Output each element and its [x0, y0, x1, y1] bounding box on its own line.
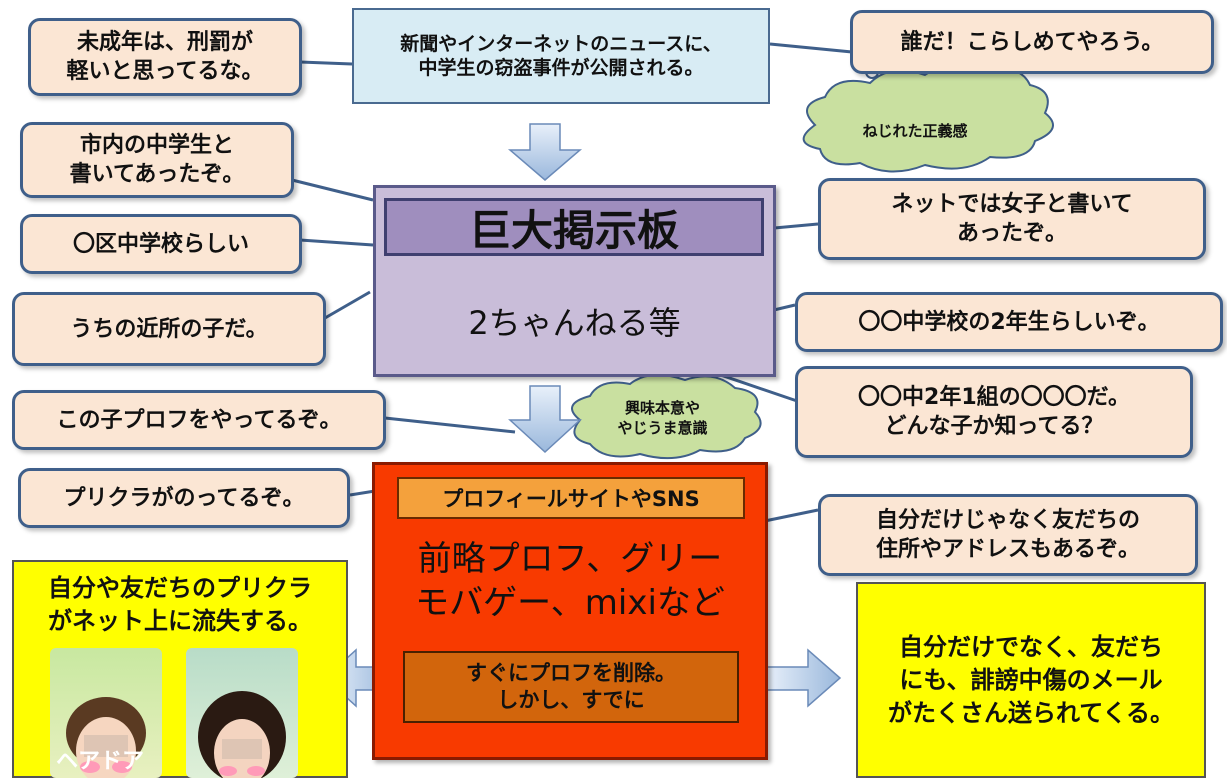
profile-site-examples-text: 前略プロフ、グリー モバゲー、mixiなど: [415, 539, 725, 623]
arrow-down-news-to-board: [507, 123, 583, 181]
big-board-title-text: 巨大掲示板: [468, 205, 679, 255]
bubble-text: 市内の中学生と 書いてあったぞ。: [69, 133, 245, 187]
tail-friends: [759, 508, 819, 524]
outcome-slander-mail: 自分だけでなく、友だち にも、誹謗中傷のメール がたくさん送られてくる。: [856, 582, 1206, 778]
big-board-title: 巨大掲示板: [384, 198, 764, 256]
big-board-subtitle-text: 2ちゃんねる等: [468, 304, 681, 342]
arrow-right-to-slander: [765, 648, 842, 708]
outcome-slander-mail-text: 自分だけでなく、友だち にも、誹謗中傷のメール がたくさん送られてくる。: [887, 632, 1175, 727]
bubble-city-junior-high: 市内の中学生と 書いてあったぞ。: [20, 122, 294, 198]
delete-profile-box: すぐにプロフを削除。 しかし、すでに: [403, 651, 739, 723]
tail-ward: [299, 238, 374, 247]
cloud-twisted-justice: [802, 63, 1054, 173]
bubble-purikura-posted: プリクラがのってるぞ。: [18, 468, 350, 528]
photo-caption: ヘアドア: [56, 749, 145, 774]
profile-site-title-text: プロフィールサイトやSNS: [442, 487, 700, 511]
profile-site-box: プロフィールサイトやSNS 前略プロフ、グリー モバゲー、mixiなど すぐにプ…: [372, 462, 768, 760]
bubble-text: 自分だけじゃなく友だちの 住所やアドレスもあるぞ。: [875, 508, 1140, 562]
bubble-profile-exists: この子プロフをやってるぞ。: [12, 390, 386, 450]
bubble-net-girl: ネットでは女子と書いて あったぞ。: [818, 178, 1206, 260]
outcome-purikura-leak: 自分や友だちのプリクラ がネット上に流失する。 ヘアドア: [12, 560, 348, 778]
profile-site-title: プロフィールサイトやSNS: [397, 477, 745, 519]
outcome-purikura-leak-text: 自分や友だちのプリクラ がネット上に流失する。: [48, 574, 312, 635]
delete-profile-text: すぐにプロフを削除。 しかし、すでに: [466, 661, 676, 712]
bubble-text: この子プロフをやってるぞ。: [56, 407, 342, 433]
purikura-photo-1: ヘアドア: [50, 648, 162, 778]
tail-minor: [299, 60, 353, 66]
bubble-minor-light-punishment: 未成年は、刑罰が 軽いと思ってるな。: [28, 18, 302, 96]
bubble-text: 〇〇中学校の2年生らしいぞ。: [858, 309, 1160, 335]
news-box: 新聞やインターネットのニュースに、 中学生の窃盗事件が公開される。: [352, 8, 770, 104]
purikura-photo-2: [186, 648, 298, 778]
bubble-second-year: 〇〇中学校の2年生らしいぞ。: [795, 292, 1223, 352]
bubble-friends-address: 自分だけじゃなく友だちの 住所やアドレスもあるぞ。: [818, 494, 1198, 576]
cloud-twisted-justice-text: ねじれた正義感: [862, 122, 968, 140]
cloud-curiosity-text: 興味本意や やじうま意識: [617, 399, 708, 437]
bubble-who-is-it: 誰だ！こらしめてやろう。: [850, 10, 1214, 74]
tail-profile: [384, 416, 516, 434]
bubble-text: 誰だ！こらしめてやろう。: [900, 29, 1164, 55]
tail-who: [769, 42, 853, 54]
bubble-class-name: 〇〇中2年1組の〇〇〇だ。 どんな子か知ってる？: [795, 366, 1193, 458]
arrow-down-board-to-profile: [508, 385, 582, 454]
bubble-text: 〇〇中2年1組の〇〇〇だ。 どんな子か知ってる？: [858, 385, 1130, 439]
bubble-text: うちの近所の子だ。: [70, 316, 268, 342]
bubble-ward-school: 〇区中学校らしい: [20, 214, 302, 274]
big-board-box: 巨大掲示板 2ちゃんねる等: [373, 185, 776, 377]
tail-neighbor: [324, 290, 371, 320]
big-board-subtitle: 2ちゃんねる等: [376, 296, 773, 346]
news-text: 新聞やインターネットのニュースに、 中学生の窃盗事件が公開される。: [400, 33, 722, 79]
bubble-text: 未成年は、刑罰が 軽いと思ってるな。: [66, 30, 264, 84]
bubble-text: ネットでは女子と書いて あったぞ。: [891, 192, 1133, 246]
profile-site-examples: 前略プロフ、グリー モバゲー、mixiなど: [375, 535, 765, 627]
bubble-text: 〇区中学校らしい: [72, 231, 249, 257]
bubble-text: プリクラがのってるぞ。: [63, 485, 305, 511]
bubble-neighbor-kid: うちの近所の子だ。: [12, 292, 326, 366]
tail-city: [291, 178, 374, 202]
